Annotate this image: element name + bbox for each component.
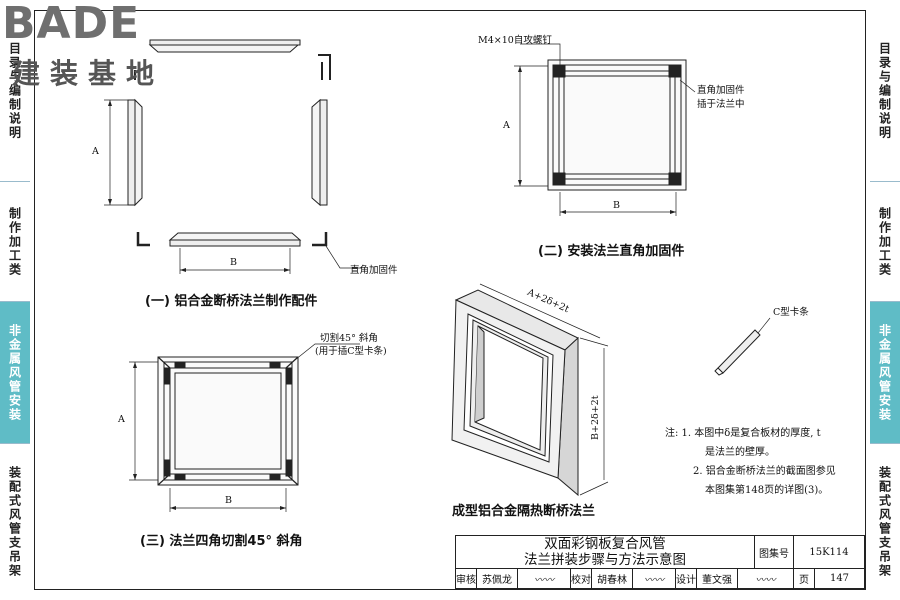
sidebar-tab-label: 目录与编制说明	[7, 41, 22, 140]
sidebar-tab-label: 装配式风管支吊架	[877, 466, 892, 578]
fig3-caption: (三) 法兰四角切割45° 斜角	[140, 534, 303, 549]
fig2-dim-b: B	[613, 200, 620, 211]
page-label: 页	[793, 568, 815, 589]
review-signature: 〰〰	[517, 568, 571, 589]
fig3-callout-cut: 切割45° 斜角	[320, 333, 378, 344]
atlas-number-value: 15K114	[793, 535, 865, 569]
fig1-profiles	[127, 39, 331, 247]
note-line: 是法兰的壁厚。	[705, 447, 775, 458]
fig2-dims	[514, 43, 696, 216]
check-label: 校对	[570, 568, 592, 589]
sidebar-tab-supports[interactable]: 装配式风管支吊架	[0, 444, 30, 600]
fig2-callout-bracket: 直角加固件	[697, 85, 745, 96]
fig3-callout-cut-note: (用于插C型卡条)	[315, 346, 387, 357]
fig2-dim-a: A	[503, 120, 510, 131]
sidebar-tab-label: 制作加工类	[877, 206, 892, 277]
page-number: 147	[814, 568, 865, 589]
sidebar-tab-contents[interactable]: 目录与编制说明	[870, 0, 900, 182]
design-name: 董文强	[696, 568, 738, 589]
check-name: 胡春林	[591, 568, 633, 589]
fig2-frame	[547, 59, 687, 191]
atlas-number-label: 图集号	[754, 535, 794, 569]
fig5-c-clip	[714, 317, 771, 376]
fig2-caption: (二) 安装法兰直角加固件	[538, 244, 685, 259]
sidebar-tab-label: 制作加工类	[7, 206, 22, 277]
fig2-callout-screw: M4×10自攻螺钉	[478, 35, 552, 46]
drawing-title: 双面彩钢板复合风管 法兰拼装步骤与方法示意图	[455, 535, 755, 569]
sidebar-tab-fabrication[interactable]: 制作加工类	[870, 182, 900, 302]
fig3-dim-b: B	[225, 495, 232, 506]
sidebar-tab-supports[interactable]: 装配式风管支吊架	[870, 444, 900, 600]
note-line: 本图集第148页的详图(3)。	[705, 485, 829, 496]
note-line: 2. 铝合金断桥法兰的截面图参见	[693, 466, 836, 477]
fig4-dims	[479, 283, 609, 496]
sidebar-tab-nonmetal-duct[interactable]: 非金属风管安装	[0, 302, 30, 444]
fig1-callout: 直角加固件	[350, 265, 398, 276]
fig4-dim-side: B+2δ+2t	[590, 395, 601, 440]
fig3-frame	[157, 356, 299, 486]
title-block: 双面彩钢板复合风管 法兰拼装步骤与方法示意图 图集号 15K114 审核 苏佩龙…	[455, 535, 865, 589]
fig2-callout-bracket-note: 插于法兰中	[697, 99, 745, 110]
fig1-dims	[104, 99, 362, 274]
fig1-caption: (一) 铝合金断桥法兰制作配件	[145, 294, 318, 309]
right-category-sidebar: 目录与编制说明 制作加工类 非金属风管安装 装配式风管支吊架	[870, 0, 900, 600]
drawing-title-line-2: 法兰拼装步骤与方法示意图	[524, 552, 686, 568]
sidebar-tab-contents[interactable]: 目录与编制说明	[0, 0, 30, 182]
review-name: 苏佩龙	[476, 568, 518, 589]
drawing-title-line-1: 双面彩钢板复合风管	[544, 536, 666, 552]
sidebar-tab-label: 非金属风管安装	[877, 323, 892, 422]
sidebar-tab-label: 装配式风管支吊架	[7, 466, 22, 578]
note-line: 注: 1. 本图中δ是复合板材的厚度, t	[665, 428, 821, 439]
fig1-dim-a: A	[92, 146, 99, 157]
brand-logo: BADE	[2, 0, 141, 49]
review-label: 审核	[455, 568, 477, 589]
left-category-sidebar: 目录与编制说明 制作加工类 非金属风管安装 装配式风管支吊架	[0, 0, 30, 600]
fig4-flange	[451, 289, 579, 497]
sidebar-tab-label: 非金属风管安装	[7, 323, 22, 422]
sidebar-tab-nonmetal-duct[interactable]: 非金属风管安装	[870, 302, 900, 444]
design-label: 设计	[675, 568, 697, 589]
check-signature: 〰〰	[632, 568, 676, 589]
brand-logo-subtitle: 建装基地	[12, 57, 165, 90]
design-signature: 〰〰	[737, 568, 794, 589]
fig3-dim-a: A	[118, 414, 125, 425]
fig1-dim-b: B	[230, 257, 237, 268]
sidebar-tab-fabrication[interactable]: 制作加工类	[0, 182, 30, 302]
drawing-notes: 注: 1. 本图中δ是复合板材的厚度, t 是法兰的壁厚。 2. 铝合金断桥法兰…	[665, 424, 836, 500]
sidebar-tab-label: 目录与编制说明	[877, 41, 892, 140]
drawing-frame	[34, 10, 866, 590]
fig4-caption: 成型铝合金隔热断桥法兰	[452, 504, 596, 519]
fig5-label: C型卡条	[773, 307, 809, 318]
